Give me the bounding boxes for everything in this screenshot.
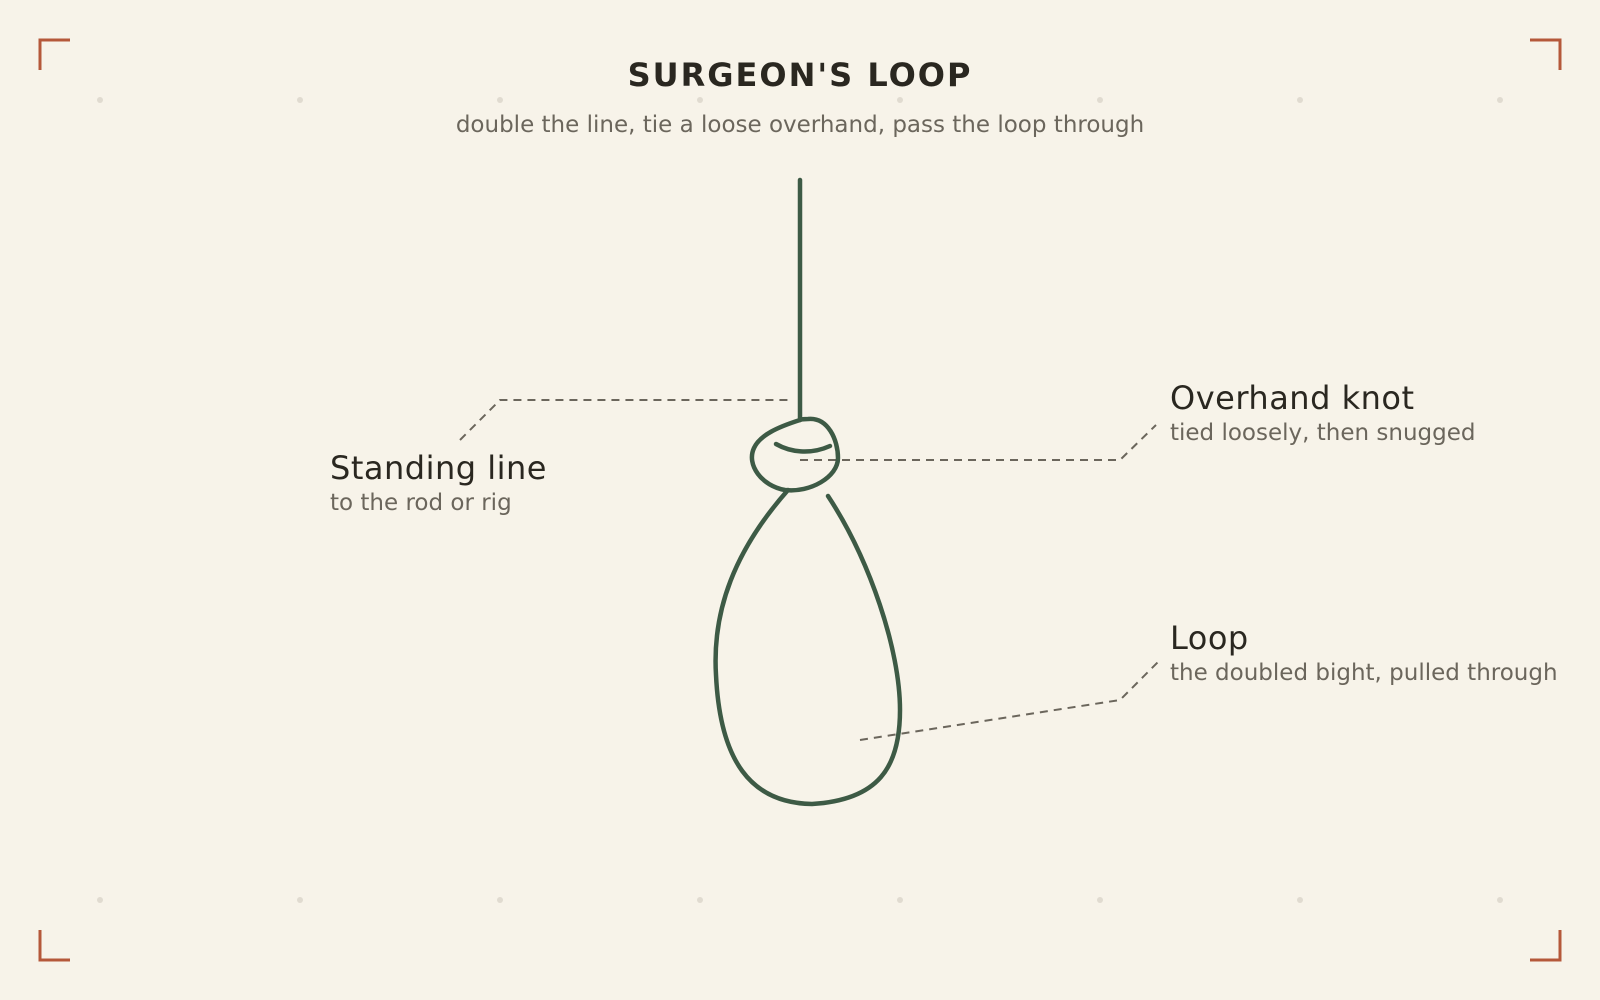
callout-description: the doubled bight, pulled through — [1170, 660, 1558, 686]
overhand-knot-inner-turn — [773, 441, 833, 454]
callout-loop: Loop the doubled bight, pulled through — [1170, 618, 1558, 688]
loop-stroke — [713, 487, 903, 807]
callout-name: Overhand knot — [1170, 379, 1415, 417]
callout-name: Standing line — [330, 449, 547, 487]
grid-dots — [97, 97, 1503, 903]
leader-standing-line — [459, 399, 790, 441]
corner-mark-bottom-right — [1530, 930, 1562, 962]
callout-overhand-knot: Overhand knot tied loosely, then snugged — [1170, 378, 1475, 448]
page-subtitle: double the line, tie a loose overhand, p… — [455, 112, 1145, 138]
callout-standing-line: Standing line to the rod or rig — [330, 448, 547, 518]
knot-drawing — [713, 177, 903, 807]
leader-overhand-knot — [800, 424, 1157, 461]
leader-lines — [459, 399, 1159, 741]
overhand-knot-body — [749, 416, 841, 493]
callout-description: tied loosely, then snugged — [1170, 420, 1476, 446]
page-title: SURGEON'S LOOP — [627, 56, 973, 94]
callout-description: to the rod or rig — [330, 490, 512, 516]
corner-mark-top-right — [1530, 38, 1562, 70]
leader-loop — [859, 661, 1159, 741]
corner-mark-bottom-left — [38, 930, 70, 962]
callout-name: Loop — [1170, 619, 1249, 657]
corner-marks — [38, 38, 1562, 962]
corner-mark-top-left — [38, 38, 70, 70]
